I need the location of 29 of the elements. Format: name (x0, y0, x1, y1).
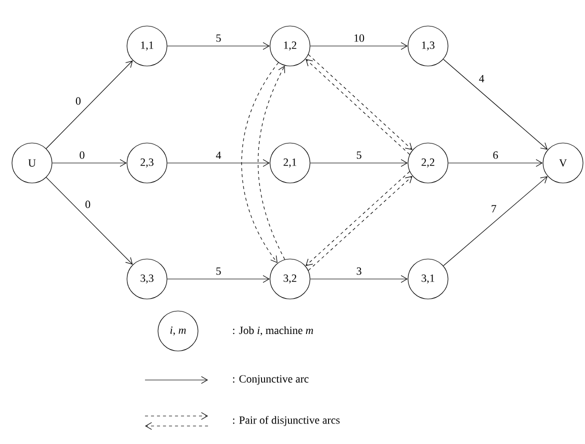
legend-text: : Job i, machine m (233, 326, 313, 336)
edge-label: 6 (492, 150, 500, 160)
arrow (310, 275, 408, 283)
legend-text: : Conjunctive arc (233, 375, 309, 385)
edge-label: 5 (355, 150, 363, 160)
arrow (443, 176, 548, 266)
edge-label: 10 (352, 33, 366, 43)
edge-label: 4 (214, 150, 222, 160)
arrow (46, 60, 133, 149)
arrow (46, 177, 133, 265)
legend-text: : Pair of disjunctive arcs (233, 416, 340, 426)
arrow (258, 66, 286, 260)
edge-label: 3 (355, 266, 363, 276)
arrow (167, 275, 270, 283)
edge-label: 0 (74, 96, 82, 106)
edge-label: 0 (84, 200, 92, 210)
edge-label: 4 (478, 74, 486, 84)
edge-label: 5 (214, 33, 222, 43)
arrow (448, 159, 543, 167)
arrow (52, 159, 127, 167)
arrow (241, 62, 279, 263)
arrow (310, 159, 408, 167)
arrow (310, 42, 408, 50)
edge-label: 5 (214, 266, 222, 276)
edge-label: 0 (78, 150, 86, 160)
edge-label: 7 (490, 204, 498, 214)
arrow (167, 42, 270, 50)
arrow (443, 59, 548, 150)
arrow (167, 159, 270, 167)
